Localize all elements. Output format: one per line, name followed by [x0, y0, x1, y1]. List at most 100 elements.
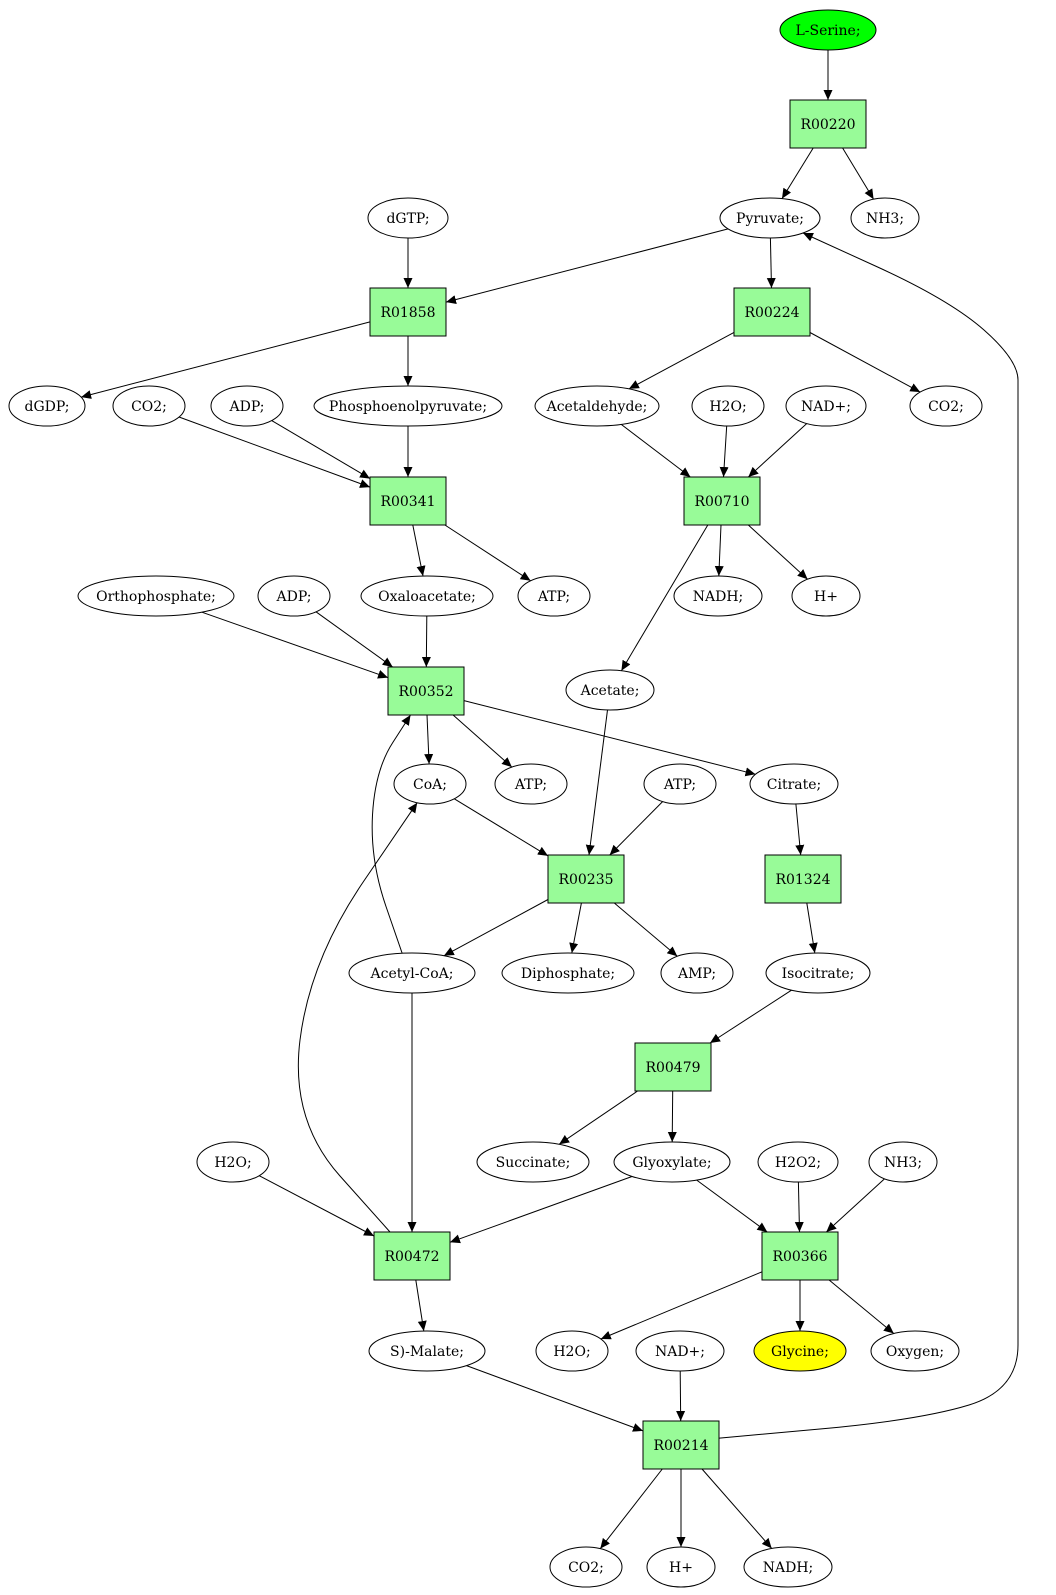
compound-node-nad_a: NAD+;: [785, 385, 867, 427]
node-label: R00472: [384, 1249, 439, 1265]
compound-node-oxaloacetate: Oxaloacetate;: [360, 575, 494, 617]
edge-co2_a-to-r00341: [178, 416, 371, 488]
compound-node-nadh_a: NADH;: [673, 575, 763, 617]
compound-ellipse: [534, 385, 660, 427]
compound-ellipse: [868, 1141, 938, 1183]
node-label: S)-Malate;: [390, 1344, 464, 1360]
compound-ellipse: [348, 952, 476, 994]
reaction-node-r00235: R00235: [547, 854, 625, 904]
edge-r00235-to-acetylcoa: [443, 899, 549, 957]
node-label: CoA;: [413, 777, 447, 793]
compound-node-h2o_c: H2O;: [535, 1330, 609, 1372]
reaction-node-r00479: R00479: [634, 1042, 712, 1092]
edge-r00220-to-pyruvate: [781, 147, 814, 199]
edge-r00220-to-nh3_a: [842, 147, 875, 200]
compound-node-h2o_b: H2O;: [196, 1141, 270, 1183]
reaction-node-r00220: R00220: [789, 99, 867, 149]
compound-ellipse: [749, 763, 839, 805]
node-label: Succinate;: [496, 1155, 571, 1171]
compound-node-nh3_a: NH3;: [850, 197, 920, 239]
reaction-box: [634, 1042, 712, 1092]
compound-ellipse: [8, 385, 86, 427]
node-label: NH3;: [884, 1155, 922, 1171]
edge-r00235-to-amp: [613, 902, 678, 957]
compound-ellipse: [565, 669, 655, 711]
node-label: H+: [669, 1560, 693, 1576]
edge-citrate-to-r01324: [795, 803, 805, 856]
node-label: NAD+;: [801, 399, 851, 415]
compound-node-succinate: Succinate;: [476, 1141, 590, 1183]
compound-node-serine: L-Serine;: [779, 9, 877, 51]
edge-r00352-to-atp_b: [452, 714, 513, 768]
compound-node-atp_c: ATP;: [643, 763, 717, 805]
reaction-box: [369, 287, 447, 337]
edge-nad_b-to-r00214: [676, 1370, 686, 1422]
reaction-node-r01858: R01858: [369, 287, 447, 337]
compound-ellipse: [613, 1141, 731, 1183]
reaction-box: [373, 1231, 451, 1281]
node-label: NADH;: [693, 589, 744, 605]
compound-ellipse: [757, 1141, 839, 1183]
reaction-box: [683, 476, 761, 526]
edge-r01324-to-isocitrate: [806, 902, 818, 954]
compound-ellipse: [368, 1330, 486, 1372]
node-label: H2O;: [553, 1344, 590, 1360]
node-label: ATP;: [514, 777, 547, 793]
compound-ellipse: [210, 385, 284, 427]
compound-ellipse: [719, 197, 821, 239]
node-label: Glycine;: [771, 1344, 829, 1360]
node-label: dGTP;: [386, 211, 429, 227]
node-label: ADP;: [276, 589, 312, 605]
compound-ellipse: [494, 763, 568, 805]
compound-node-hplus_a: H+: [791, 575, 861, 617]
compound-node-dgdp: dGDP;: [8, 385, 86, 427]
compound-ellipse: [313, 385, 503, 427]
compound-node-glycine: Glycine;: [753, 1330, 847, 1372]
node-label: R00710: [694, 494, 749, 510]
edge-isocitrate-to-r00479: [709, 989, 792, 1044]
node-label: Diphosphate;: [521, 966, 615, 982]
node-label: CO2;: [131, 399, 167, 415]
edge-r00479-to-succinate: [558, 1090, 638, 1145]
node-label: NH3;: [866, 211, 904, 227]
reaction-box: [547, 854, 625, 904]
reaction-box: [733, 287, 811, 337]
compound-ellipse: [643, 763, 717, 805]
target-ellipse: [753, 1330, 847, 1372]
reaction-node-r00366: R00366: [761, 1231, 839, 1281]
edge-r00710-to-hplus_a: [747, 524, 808, 580]
reaction-box: [764, 854, 842, 904]
compound-node-acetate: Acetate;: [565, 669, 655, 711]
reaction-box: [761, 1231, 839, 1281]
compound-node-nh3_b: NH3;: [868, 1141, 938, 1183]
edge-acetylcoa-to-r00352: [371, 714, 411, 954]
edge-r00214-to-nadh_b: [701, 1468, 773, 1549]
reaction-box: [387, 666, 465, 716]
edge-r00341-to-oxaloacetate: [412, 524, 426, 577]
compound-node-atp_a: ATP;: [517, 575, 591, 617]
edge-r00214-to-pyruvate: [718, 232, 1019, 1439]
compound-ellipse: [517, 575, 591, 617]
node-label: Phosphoenolpyruvate;: [329, 399, 487, 415]
node-label: NADH;: [763, 1560, 814, 1576]
edge-r00710-to-acetate: [620, 524, 709, 671]
node-label: Isocitrate;: [782, 966, 855, 982]
compound-ellipse: [673, 575, 763, 617]
node-label: R00224: [744, 305, 799, 321]
compound-ellipse: [765, 952, 871, 994]
edge-r00710-to-nadh_a: [714, 524, 724, 577]
edge-acetate-to-r00235: [585, 709, 608, 856]
node-label: L-Serine;: [795, 23, 860, 39]
compound-node-dgtp: dGTP;: [367, 197, 449, 239]
compound-ellipse: [393, 763, 467, 805]
edge-r00224-to-co2_b: [809, 332, 921, 393]
node-label: R00352: [398, 684, 453, 700]
compound-node-pyruvate: Pyruvate;: [719, 197, 821, 239]
edge-adp_a-to-r00341: [271, 420, 371, 480]
edge-h2o_b-to-r00472: [258, 1175, 375, 1237]
edge-malate-to-r00214: [466, 1365, 644, 1432]
compound-ellipse: [476, 1141, 590, 1183]
compound-node-atp_b: ATP;: [494, 763, 568, 805]
node-label: Orthophosphate;: [96, 589, 216, 605]
